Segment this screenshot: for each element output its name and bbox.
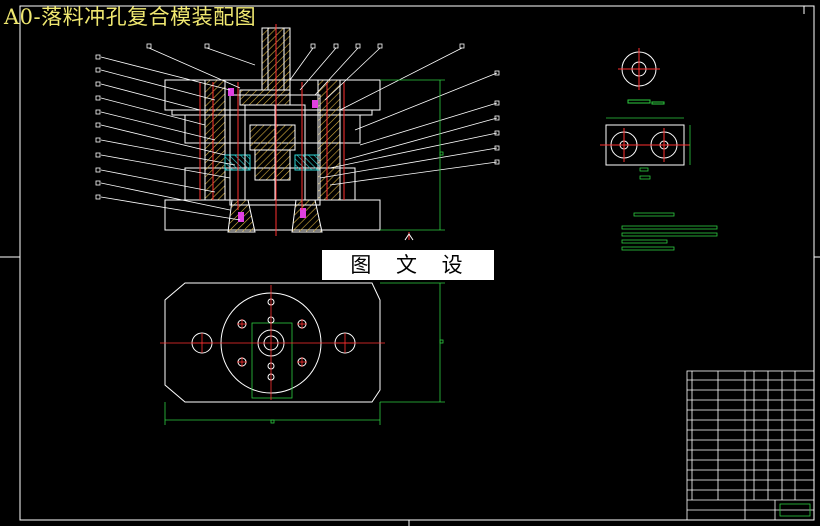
- title-block: [686, 370, 815, 521]
- drawing-title: A0-落料冲孔复合模装配图: [4, 5, 257, 29]
- watermark-label: 图 文 设 计: [322, 250, 494, 307]
- front-section-view: [95, 24, 500, 241]
- top-plan-view: [160, 282, 445, 425]
- part-detail-views: [600, 48, 718, 251]
- drawing-frame: [0, 5, 820, 526]
